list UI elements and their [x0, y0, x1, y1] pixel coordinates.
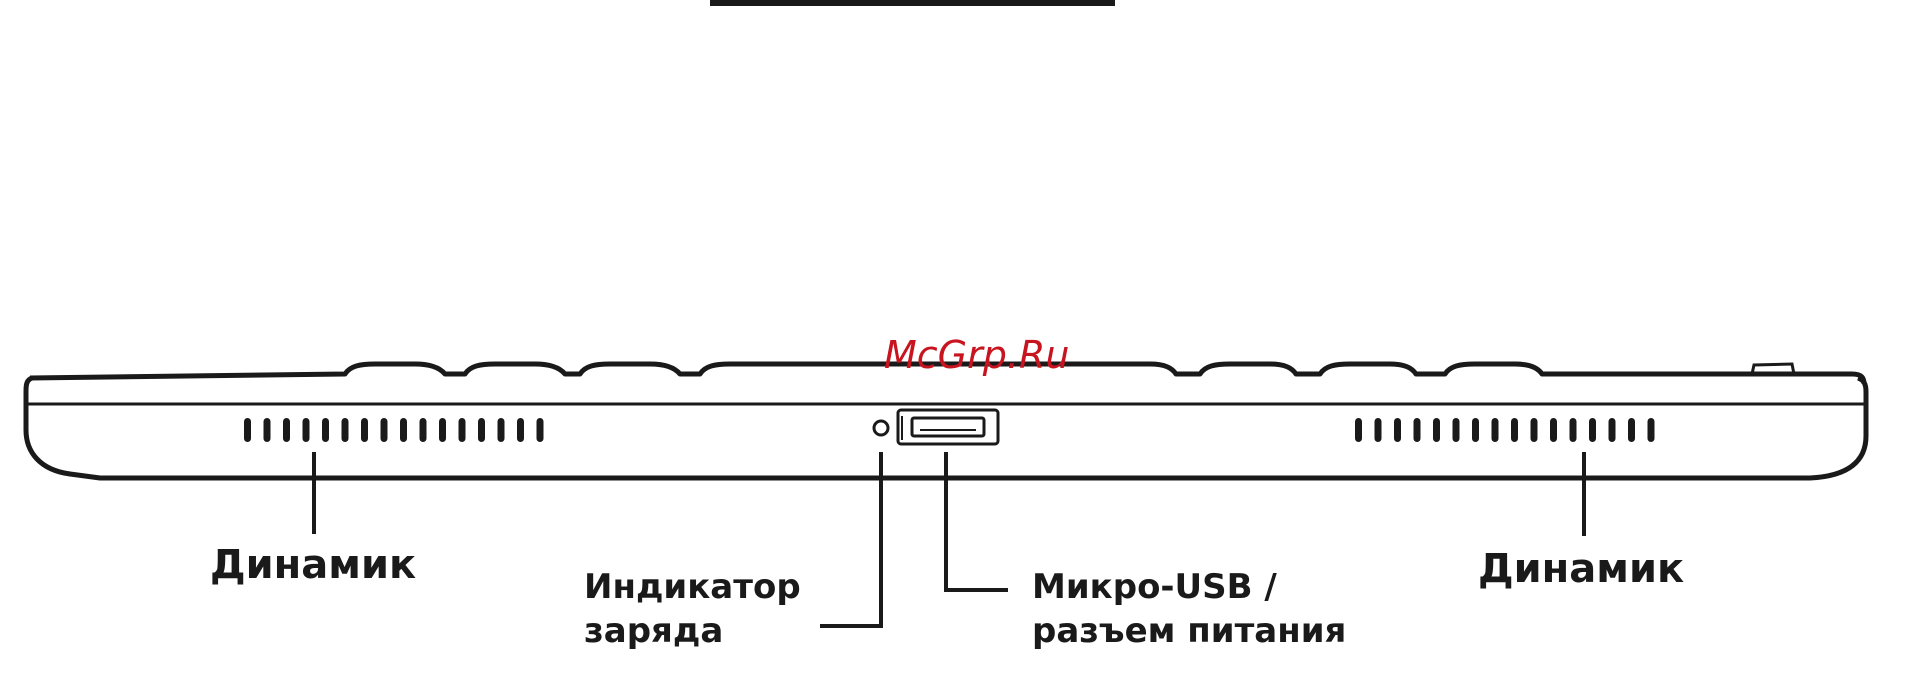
speaker-slot [342, 418, 349, 442]
speaker-slot [1609, 418, 1616, 442]
speaker-slot [322, 418, 329, 442]
speaker-slot [439, 418, 446, 442]
speaker-slot [1511, 418, 1518, 442]
speaker-slot [1375, 418, 1382, 442]
speaker-slot [1453, 418, 1460, 442]
speaker-slot [361, 418, 368, 442]
top-cropped-bar [710, 0, 1115, 6]
speaker-slot [1550, 418, 1557, 442]
speaker-slot [1492, 418, 1499, 442]
speaker-slot [303, 418, 310, 442]
speaker-slot [1433, 418, 1440, 442]
micro-usb-port [898, 410, 998, 444]
watermark-text: McGrp.Ru [884, 333, 1069, 377]
speaker-slot [537, 418, 544, 442]
speaker-slot [1472, 418, 1479, 442]
speaker-slot [1531, 418, 1538, 442]
speaker-slot [1628, 418, 1635, 442]
speaker-slot [517, 418, 524, 442]
speaker-slot [1414, 418, 1421, 442]
speaker-slot [264, 418, 271, 442]
speaker-slot [459, 418, 466, 442]
speaker-slot [1355, 418, 1362, 442]
speaker-slot [381, 418, 388, 442]
micro-usb-label-line1: Микро-USB / [1032, 567, 1277, 607]
speaker-grille-left [244, 418, 544, 442]
charge-indicator-label-line1: Индикатор [584, 567, 801, 607]
speaker-slot [244, 418, 251, 442]
speaker-right-label: Динамик [1478, 546, 1684, 592]
speaker-slot [1394, 418, 1401, 442]
speaker-slot [1648, 418, 1655, 442]
charge-indicator-led [874, 421, 888, 435]
micro-usb-port-inner [912, 418, 984, 436]
speaker-slot [1570, 418, 1577, 442]
speaker-slot [283, 418, 290, 442]
speaker-slot [400, 418, 407, 442]
speaker-slot [498, 418, 505, 442]
speaker-grille-right [1355, 418, 1655, 442]
speaker-slot [420, 418, 427, 442]
leader-line-micro-usb [946, 452, 1008, 590]
micro-usb-label-line2: разъем питания [1032, 611, 1346, 651]
charge-indicator-label-line2: заряда [584, 611, 723, 651]
speaker-slot [478, 418, 485, 442]
speaker-left-label: Динамик [210, 542, 416, 588]
speaker-slot [1589, 418, 1596, 442]
